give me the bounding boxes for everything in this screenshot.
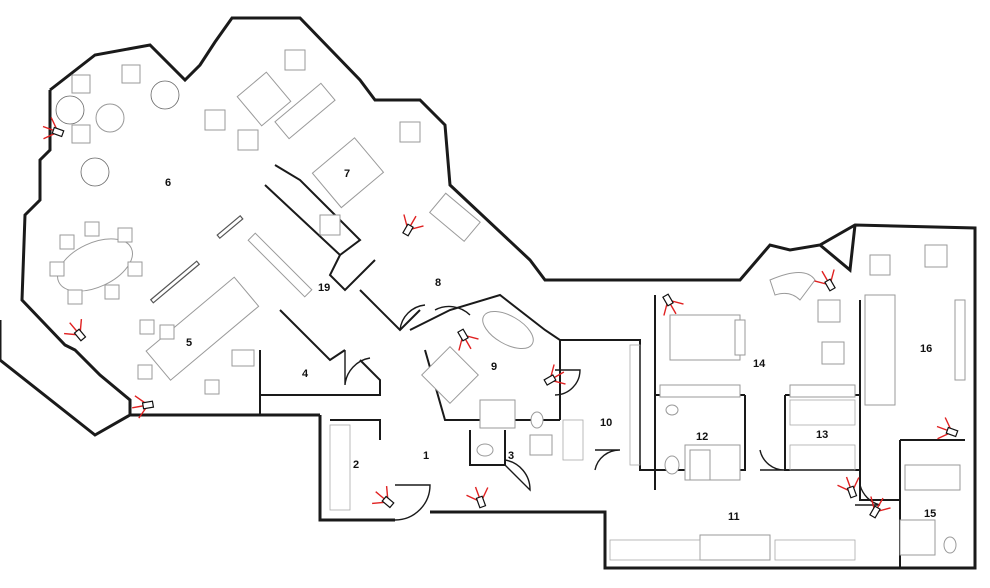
- room-label-15: 15: [924, 508, 936, 520]
- security-camera-icon: [869, 496, 891, 519]
- security-camera-icon: [543, 364, 566, 386]
- plant-icon: [55, 95, 85, 125]
- room-label-3: 3: [508, 450, 514, 462]
- plant-icon: [150, 80, 180, 110]
- room-label-9: 9: [491, 361, 497, 373]
- security-camera-icon: [466, 486, 489, 509]
- room-label-10: 10: [600, 417, 612, 429]
- security-camera-icon: [42, 117, 65, 140]
- wall-bottom: [318, 223, 977, 570]
- bed-room-14: [669, 314, 741, 361]
- room-label-14: 14: [753, 358, 766, 370]
- wall-left-wing: [49, 16, 640, 282]
- security-camera-icon: [662, 293, 684, 316]
- security-camera-icon: [402, 214, 424, 237]
- door-3: [504, 459, 531, 492]
- room-label-2: 2: [353, 459, 359, 471]
- security-camera-icon: [837, 476, 860, 499]
- room-label-11: 11: [728, 511, 740, 523]
- door-19-4: [344, 350, 371, 386]
- doors: [344, 304, 881, 521]
- room-label-1: 1: [423, 450, 429, 462]
- cameras: [42, 117, 959, 519]
- room-labels: 1 2 3 4 5 6 7 8 9 10 11 12 13 14 15 16 1…: [165, 168, 936, 523]
- room-label-4: 4: [302, 368, 309, 380]
- security-camera-icon: [814, 269, 836, 292]
- door-13: [759, 449, 786, 471]
- door-15: [855, 484, 881, 506]
- door-10: [594, 449, 621, 471]
- room-label-8: 8: [435, 277, 441, 289]
- wall-bottom-left: [0, 320, 131, 437]
- door-9: [554, 369, 581, 396]
- dining-table: [57, 238, 133, 292]
- room-label-12: 12: [696, 431, 708, 443]
- room-label-13: 13: [816, 429, 828, 441]
- bathtub: [482, 310, 534, 350]
- walls: [0, 16, 977, 570]
- plant-icon: [80, 157, 110, 187]
- room-label-5: 5: [186, 337, 192, 349]
- door-19-9: [399, 304, 426, 331]
- room-label-6: 6: [165, 177, 171, 189]
- door-8: [434, 305, 471, 316]
- door-entry: [394, 484, 431, 521]
- security-camera-icon: [64, 319, 87, 342]
- security-camera-icon: [132, 395, 155, 419]
- wall-right-wing: [819, 224, 857, 273]
- bed-room-7: [311, 137, 385, 209]
- room-label-19: 19: [318, 282, 330, 294]
- wall-left-outer: [20, 90, 320, 417]
- room-label-16: 16: [920, 343, 932, 355]
- room-label-7: 7: [344, 168, 350, 180]
- security-camera-icon: [372, 486, 395, 509]
- furniture: [49, 49, 966, 561]
- security-camera-icon: [936, 417, 959, 440]
- security-camera-icon: [457, 328, 479, 351]
